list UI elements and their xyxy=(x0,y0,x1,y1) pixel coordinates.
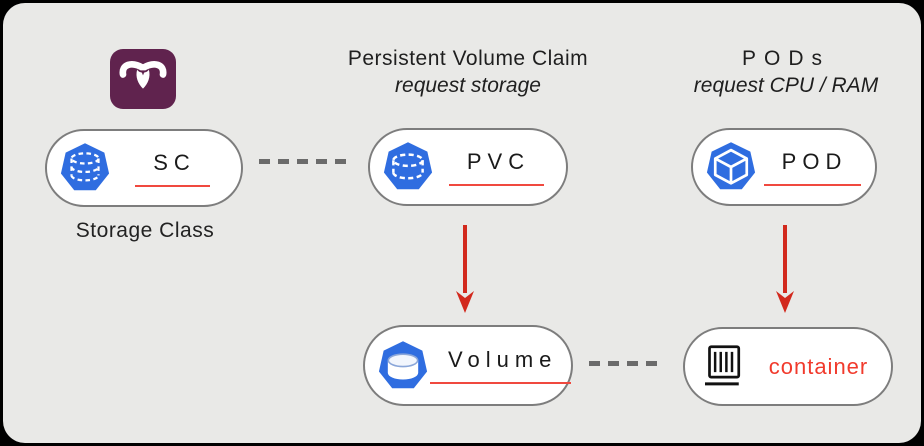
edge-pod-container-arrow xyxy=(773,225,797,318)
node-container: container xyxy=(683,327,893,406)
pods-header-subtitle: request CPU / RAM xyxy=(693,74,879,97)
edge-pvc-volume-arrow xyxy=(453,225,477,318)
node-volume: Volume xyxy=(363,325,573,406)
node-pod: POD xyxy=(691,128,877,206)
storage-class-icon xyxy=(58,141,112,195)
node-label-pod: POD xyxy=(763,149,862,186)
pvc-header-subtitle: request storage xyxy=(395,74,541,97)
edge-volume-container-dashed xyxy=(589,361,659,366)
pod-icon xyxy=(704,140,758,194)
node-pvc: PVC xyxy=(368,128,568,206)
pvc-header-title: Persistent Volume Claim xyxy=(347,47,589,70)
node-label-container: container xyxy=(768,353,869,379)
diagram-canvas: Persistent Volume Claim request storage … xyxy=(3,3,921,443)
longhorn-logo xyxy=(110,49,176,109)
pods-header: PODs request CPU / RAM xyxy=(666,47,906,98)
persistent-volume-claim-icon xyxy=(381,140,435,194)
pvc-header: Persistent Volume Claim request storage xyxy=(333,47,603,98)
volume-icon xyxy=(376,339,430,393)
node-label-pvc: PVC xyxy=(448,149,545,186)
pods-header-title: PODs xyxy=(741,47,830,70)
longhorn-bull-icon xyxy=(115,52,171,107)
edge-sc-pvc-dashed xyxy=(259,159,346,164)
node-storage-class: SC xyxy=(45,129,243,207)
node-label-sc: SC xyxy=(135,150,210,187)
storage-class-caption: Storage Class xyxy=(75,219,215,242)
node-label-volume: Volume xyxy=(430,347,572,384)
container-icon xyxy=(696,340,750,394)
